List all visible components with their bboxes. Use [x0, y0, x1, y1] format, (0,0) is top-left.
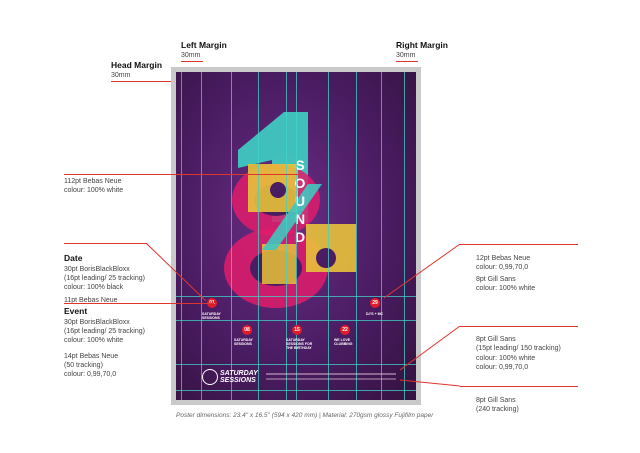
date-font-label: 30pt BorisBlackBloxx — [64, 266, 130, 273]
right-pointer-line — [460, 326, 578, 327]
head-margin-line — [111, 81, 176, 82]
grid-row-line — [176, 320, 416, 321]
title-colour-label: colour: 100% white — [64, 187, 124, 194]
grid-column-line — [231, 72, 232, 400]
right-margin-value: 30mm — [396, 52, 416, 59]
right-pointer-line — [460, 244, 578, 245]
poster-artwork — [224, 112, 356, 308]
event-leading-label: (16pt leading/ 25 tracking) — [64, 328, 145, 335]
left-margin-value: 30mm — [181, 52, 201, 59]
grid-column-line — [381, 72, 382, 400]
grid-row-line — [176, 390, 416, 391]
grid-column-line — [286, 72, 287, 400]
grid-row-line — [176, 364, 416, 365]
right-colour-label: colour: 0,99,70,0 — [476, 264, 529, 271]
right-font-label: 12pt Bebas Neue — [476, 255, 531, 262]
grid-column-line — [258, 72, 259, 400]
right-font-label: 8pt Gill Sans — [476, 336, 516, 343]
right-pointer-diagonal — [399, 379, 461, 387]
right-margin-title: Right Margin — [396, 40, 448, 50]
date-dot: 29 — [370, 298, 380, 308]
footer-details — [266, 378, 396, 380]
right-tracking-label: (240 tracking) — [476, 406, 519, 413]
poster-title: SOUND — [294, 157, 306, 245]
title-font-label: 112pt Bebas Neue — [64, 178, 122, 185]
date-pointer-line — [64, 243, 147, 244]
event-name: SATURDAY SESSIONS — [202, 312, 221, 320]
date-leading-label: (16pt leading/ 25 tracking) — [64, 275, 145, 282]
event-pointer-line — [64, 303, 214, 304]
head-margin-title: Head Margin — [111, 60, 163, 70]
left-margin-title: Left Margin — [181, 40, 227, 50]
event-name: DJ'S + MC — [366, 312, 384, 316]
poster-caption: Poster dimensions: 23.4" x 16.5" (594 x … — [176, 412, 434, 419]
date-dot: 15 — [292, 325, 302, 335]
right-margin-marker — [396, 61, 418, 62]
right-leading-label: (15pt leading/ 150 tracking) — [476, 345, 561, 352]
grid-column-line — [404, 72, 405, 400]
event-name: WE LOVE CLUBBING — [334, 338, 353, 346]
date-dot: 22 — [340, 325, 350, 335]
head-margin-value: 30mm — [111, 72, 131, 79]
venue-tracking-label: (50 tracking) — [64, 362, 103, 369]
right-colour-label: colour: 100% white — [476, 355, 536, 362]
right-pointer-diagonal — [383, 244, 461, 299]
grid-column-line — [181, 72, 182, 400]
grid-column-line — [328, 72, 329, 400]
date-colour-label: colour: 100% black — [64, 284, 124, 291]
right-pointer-line — [460, 386, 578, 387]
grid-column-line — [296, 72, 297, 400]
grid-column-line — [356, 72, 357, 400]
right-pointer-diagonal — [399, 326, 461, 371]
right-colour-label: colour: 100% white — [476, 285, 536, 292]
right-font-label: 8pt Gill Sans — [476, 397, 516, 404]
right-colour-label: colour: 0,99,70,0 — [476, 364, 529, 371]
left-margin-marker — [181, 61, 203, 62]
venue-font-label: 14pt Bebas Neue — [64, 353, 119, 360]
title-pointer-line — [64, 174, 300, 175]
date-heading: Date — [64, 253, 83, 263]
grid-row-line — [176, 296, 416, 297]
event-name: SATURDAY SESSIONS FOR THE BIRTHDAY — [286, 338, 313, 350]
footer-details — [266, 373, 396, 375]
brand-logo-icon — [202, 369, 218, 385]
event-colour-label: colour: 100% white — [64, 337, 124, 344]
event-font-label: 30pt BorisBlackBloxx — [64, 319, 130, 326]
right-font-label: 8pt Gill Sans — [476, 276, 516, 283]
poster: SOUND 01 29 08 15 22 SATURDAY SESSIONS D… — [176, 72, 416, 400]
footer-brand: SATURDAY SESSIONS — [220, 370, 258, 384]
grid-column-line — [201, 72, 202, 400]
venue-colour-label: colour: 0,99,70,0 — [64, 371, 117, 378]
date-pointer-diagonal — [146, 243, 207, 302]
event-heading: Event — [64, 306, 88, 316]
date-dot: 08 — [242, 325, 252, 335]
event-name: SATURDAY SESSIONS — [234, 338, 253, 346]
date-number-font-label: 11pt Bebas Neue — [64, 297, 118, 304]
